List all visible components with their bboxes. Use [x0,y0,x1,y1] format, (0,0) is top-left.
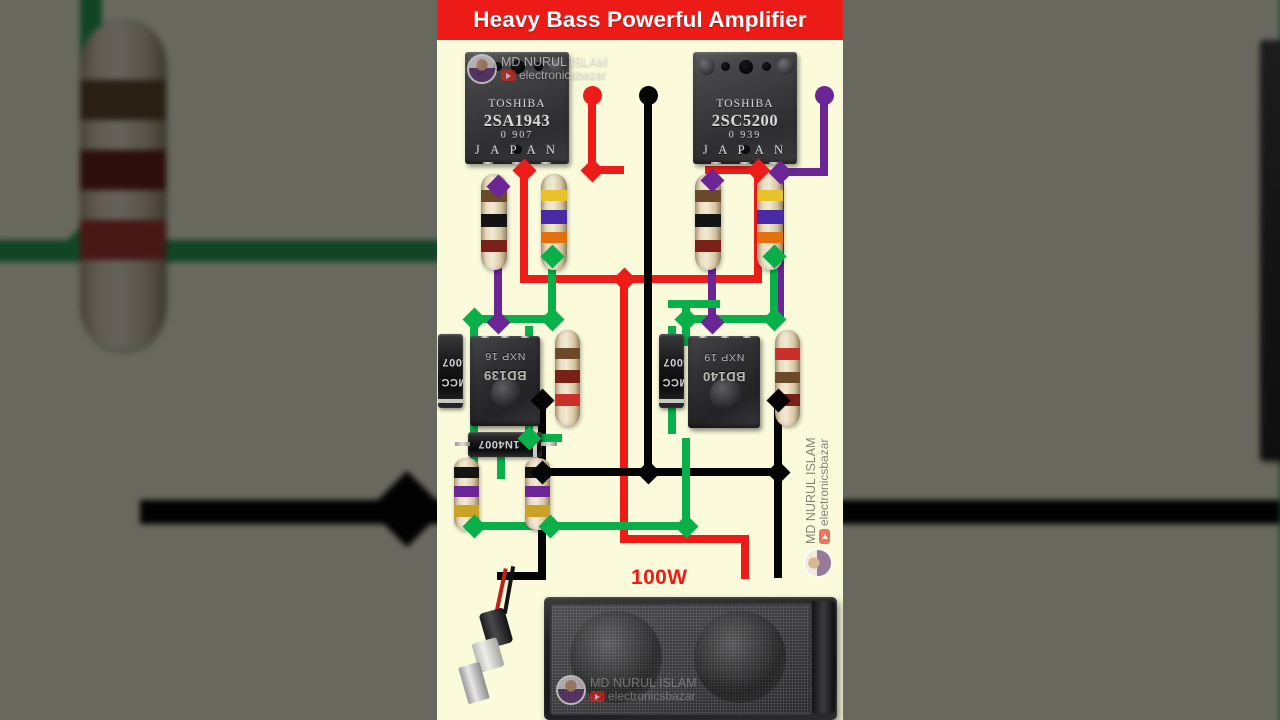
diode-maker-right: MCC [662,376,684,388]
watermark-vertical: MD NURUL ISLAM electronicsbazar [803,438,833,578]
negative-supply-terminal[interactable] [815,86,834,105]
wire-positive-down [620,275,628,543]
driver-part-right: BD140 [702,369,746,384]
speaker-side-panel [812,601,835,713]
youtube-icon-vertical [819,529,831,544]
wire-signal-left-bus [470,315,556,323]
watermark-top: MD NURUL ISLAM electronicsbazar [467,54,608,84]
transistor-brand-right: TOSHIBA [716,98,774,110]
ground-terminal[interactable] [639,86,658,105]
junction-ground-right [766,460,791,485]
page-title: Heavy Bass Powerful Amplifier [473,7,807,32]
diode-lower-label: 1N4007 [478,438,520,450]
junction-ground-mid [636,460,661,485]
transistor-2SC5200[interactable]: TOSHIBA 2SC5200 0 939 J A P A N [693,52,797,164]
circuit-diagram-panel: Heavy Bass Powerful Amplifier [437,0,843,720]
transistor-BD139[interactable]: BD139 NXP 16 [470,336,540,426]
youtube-icon [501,70,516,82]
speaker-woofer-right [694,611,786,703]
diode-lower-lead-left [455,442,470,446]
wire-signal-mid-up [682,438,690,530]
transistor-part-right: 2SC5200 [711,111,779,130]
junction-signal-left-bus [462,307,487,332]
title-banner: Heavy Bass Powerful Amplifier [437,0,843,40]
wire-ground-res-right [774,396,782,472]
wire-ground-main [644,92,652,472]
avatar-icon-vertical [803,548,833,578]
wire-positive-right-stub [705,166,762,174]
junction-signal-right-mid [674,307,699,332]
transistor-code-right: 0 939 [728,130,762,141]
watermark-handle-top: electronicsbazar [519,68,607,83]
diode-part-right: 1N4007 [663,356,684,368]
diode-maker-left: MCC [441,376,463,388]
transistor-brand-left: TOSHIBA [488,98,546,110]
wire-signal-left-a [548,252,556,322]
diode-part-left: 1N4007 [442,356,463,368]
junction-positive-bus [612,267,637,292]
junction-signal-left-mid [540,307,565,332]
wire-positive-collector-left [520,166,528,282]
power-rating-label: 100W [631,566,688,589]
resistor-base-left[interactable] [555,330,580,426]
wire-negative-elbow [776,168,828,176]
wire-ground-left-jack [497,572,546,580]
transistor-code-left: 0 907 [500,130,534,141]
diode-1N4007-left[interactable]: 1N4007 MCC [438,334,463,408]
watermark-name-speaker: MD NURUL ISLAM [590,676,697,691]
avatar-icon [467,54,497,84]
wire-signal-mid-bus [592,522,690,530]
resistor-emitter-right[interactable] [695,174,721,270]
diode-lower-lead-right [541,442,557,446]
wire-signal-right-bus [682,315,778,323]
transistor-country-left: J A P A N [474,143,560,157]
audio-input-jack[interactable] [455,560,539,705]
loudspeaker-cabinet[interactable]: MD NURUL ISLAM electronicsbazar [544,597,837,720]
positive-supply-terminal[interactable] [583,86,602,105]
watermark-handle-speaker: electronicsbazar [608,689,696,704]
diode-1N4007-right[interactable]: 1N4007 MCC [659,334,684,408]
transistor-BD140[interactable]: BD140 NXP 19 [688,336,760,428]
watermark-speaker: MD NURUL ISLAM electronicsbazar [556,675,697,705]
wire-ground-right-drop [774,396,782,578]
wire-positive-elbow [588,166,624,174]
wire-positive-bus [520,275,762,283]
driver-maker-right: NXP 19 [703,351,745,363]
avatar-icon-speaker [556,675,586,705]
wire-signal-right-conn [668,300,720,308]
youtube-icon-speaker [590,691,605,703]
wire-positive-vertical [588,92,596,174]
watermark-handle-vertical: electronicsbazar [817,438,832,526]
wire-signal-right-down [770,252,778,323]
transistor-part-left: 2SA1943 [483,111,551,130]
driver-maker-left: NXP 16 [484,350,526,362]
junction-positive-top-mid [580,158,605,183]
wire-negative-vertical [820,92,828,176]
wire-positive-speaker-drop [741,535,749,579]
watermark-name-top: MD NURUL ISLAM [501,55,608,70]
wire-positive-speaker [620,535,749,543]
transistor-country-right: J A P A N [702,143,788,157]
driver-part-left: BD139 [483,368,527,383]
